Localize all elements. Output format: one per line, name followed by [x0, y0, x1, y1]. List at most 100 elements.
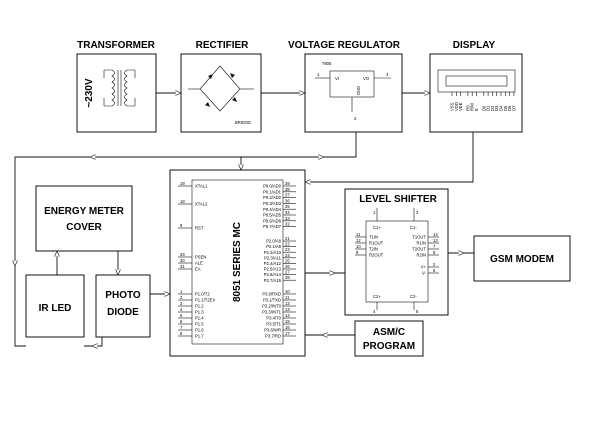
- mcu-block: 8051 SERIES MC 19XTAL118XTAL29RST29PSEN3…: [169, 169, 306, 357]
- mcu-pin-number: 30: [180, 258, 185, 263]
- asmc-line1: ASM/C: [373, 327, 405, 338]
- regulator-part: 7805: [322, 61, 332, 66]
- mcu-pin-number: 23: [285, 247, 290, 252]
- ls-pin-number: 8: [433, 250, 436, 255]
- ls-p4: 4: [373, 309, 376, 314]
- ls-c1m: C1-: [410, 225, 417, 230]
- gsm-label: GSM MODEM: [490, 254, 554, 265]
- mcu-pin-number: 19: [180, 181, 185, 186]
- mcu-pin-number: 6: [180, 319, 183, 324]
- mcu-pin-number: 25: [285, 258, 290, 263]
- mcu-pin-number: 17: [285, 331, 290, 336]
- lcd-pin-label: D2: [490, 105, 495, 111]
- mcu-pin-name: P1.2: [195, 304, 204, 309]
- ls-pin-number: 11: [356, 232, 361, 237]
- mcu-pin-number: 1: [180, 289, 183, 294]
- mcu-pin-number: 15: [285, 319, 290, 324]
- ls-pin-name: R1IN: [416, 241, 426, 246]
- lcd-pin-label: D1: [486, 105, 491, 111]
- ls-pin-name: T2OUT: [412, 247, 426, 252]
- mcu-pin-name: P0.0/AD0: [263, 184, 282, 189]
- mcu-pin-name: P3.7/RD: [265, 334, 281, 339]
- mcu-pin-number: 13: [285, 307, 290, 312]
- ls-pin-name: R1OUT: [369, 241, 384, 246]
- mcu-right-pins: 39P0.0/AD038P0.1/AD137P0.2/AD236P0.3/AD3…: [262, 181, 296, 339]
- lcd-screen: [437, 69, 516, 93]
- ls-pin-name: T1OUT: [412, 235, 426, 240]
- gsm-box: [473, 235, 571, 282]
- lcd-pin-label: D6: [507, 105, 512, 111]
- mcu-pin-name: ALE: [195, 261, 203, 266]
- mcu-pin-number: 35: [285, 204, 290, 209]
- mcu-pin-name: P0.3/AD3: [263, 201, 282, 206]
- bridge-symbol: [188, 65, 254, 112]
- gsm-block: GSM MODEM: [473, 235, 571, 282]
- lcd-pin-label: VDD: [454, 102, 459, 111]
- ls-p5: 5: [416, 309, 419, 314]
- regulator-vi: VI: [335, 76, 339, 81]
- mcu-pin-number: 10: [285, 289, 290, 294]
- lcd-pin-label: RS: [465, 105, 470, 111]
- transformer-voltage: ~230V: [84, 78, 95, 108]
- ls-c2m: C2-: [410, 294, 417, 299]
- mcu-pin-number: 18: [180, 199, 185, 204]
- regulator-pin1: 1: [317, 72, 320, 77]
- ir-led-label: IR LED: [39, 303, 72, 314]
- lcd-pin-label: D7: [511, 105, 516, 111]
- ls-pin-name: R2OUT: [369, 253, 384, 258]
- mcu-pin-name: XTAL1: [195, 184, 208, 189]
- mcu-pin-name: P1.6: [195, 328, 204, 333]
- lcd-pin-label: R/W: [470, 103, 475, 111]
- asmc-box: [354, 320, 424, 357]
- mcu-pin-number: 24: [285, 253, 290, 258]
- ls-pin-number: 10: [356, 244, 361, 249]
- mcu-pin-number: 34: [285, 210, 290, 215]
- mcu-pin-number: 2: [180, 295, 183, 300]
- mcu-outer-box: [169, 169, 306, 357]
- mcu-pin-name: P0.5/AD5: [263, 213, 282, 218]
- asmc-block: ASM/C PROGRAM: [354, 320, 424, 357]
- lcd-glass: [445, 75, 508, 87]
- regulator-vo: VO: [363, 76, 370, 81]
- mcu-pin-name: P3.2/INT0: [262, 304, 282, 309]
- mcu-pin-name: P3.0/RXD: [262, 292, 281, 297]
- mcu-name: 8051 SERIES MC: [232, 222, 243, 302]
- mcu-pin-name: P0.6/AD6: [263, 218, 282, 223]
- ls-p1: 1: [373, 210, 376, 215]
- mcu-pin-name: PSEN: [195, 255, 206, 260]
- level-shifter-block: LEVEL SHIFTER C1+ C1- C2+ C2- 1 3 4 5 11…: [344, 188, 449, 316]
- max232-chip: [365, 220, 429, 303]
- arrow-display-mcu: [305, 132, 474, 182]
- photo-diode-line1: PHOTO: [105, 290, 141, 301]
- mcu-pin-number: 27: [285, 270, 290, 275]
- mcu-pin-name: EA: [195, 267, 201, 272]
- mcu-pin-name: P1.3: [195, 310, 204, 315]
- mcu-pin-number: 7: [180, 325, 183, 330]
- ls-p3: 3: [416, 210, 419, 215]
- energy-meter-line2: COVER: [66, 222, 102, 233]
- regulator-pin2: 2: [354, 116, 357, 121]
- power-line: [14, 132, 357, 347]
- mcu-pin-number: 28: [285, 275, 290, 280]
- mcu-pin-number: 31: [180, 264, 185, 269]
- mcu-pin-name: XTAL2: [195, 202, 208, 207]
- mcu-pin-name: P1.0/T2: [195, 292, 210, 297]
- mcu-pin-number: 38: [285, 187, 290, 192]
- ls-pin-number: 13: [433, 238, 438, 243]
- transformer-title: TRANSFORMER: [77, 40, 156, 51]
- mcu-pin-number: 36: [285, 198, 290, 203]
- mcu-pin-name: P0.1/AD1: [263, 189, 282, 194]
- ls-pin-number: 9: [356, 250, 359, 255]
- mcu-pin-name: P2.0/A8: [266, 239, 282, 244]
- mcu-pin-name: P3.3/INT1: [262, 310, 282, 315]
- regulator-title: VOLTAGE REGULATOR: [288, 40, 401, 51]
- ls-c2p: C2+: [373, 294, 381, 299]
- mcu-pin-name: P1.1/T2EX: [195, 298, 215, 303]
- mcu-pin-number: 29: [180, 252, 185, 257]
- level-shifter-title: LEVEL SHIFTER: [359, 194, 437, 205]
- display-box: [429, 53, 523, 133]
- photo-diode-box: [95, 274, 151, 338]
